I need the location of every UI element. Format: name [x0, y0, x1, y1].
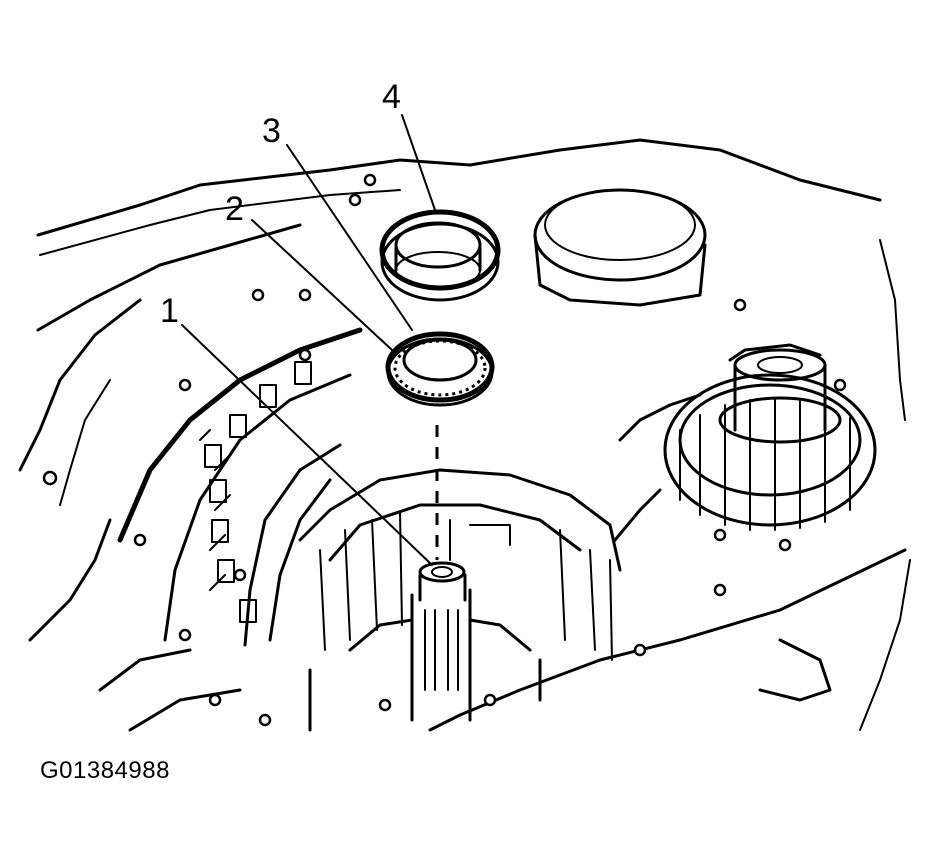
bearing-race: [379, 209, 501, 302]
gear-assembly: [533, 188, 877, 542]
housing: [117, 327, 622, 661]
leader-lines: [181, 114, 436, 566]
figure-id: G01384988: [40, 757, 170, 784]
callout-2: 2: [225, 190, 244, 228]
callout-3: 3: [262, 112, 281, 150]
callout-4: 4: [382, 78, 401, 116]
bolt-holes: [42, 173, 847, 727]
callout-1: 1: [160, 292, 179, 330]
case-outline: [18, 138, 911, 732]
shaft: [308, 561, 542, 732]
thrust-bearing: [385, 331, 495, 407]
